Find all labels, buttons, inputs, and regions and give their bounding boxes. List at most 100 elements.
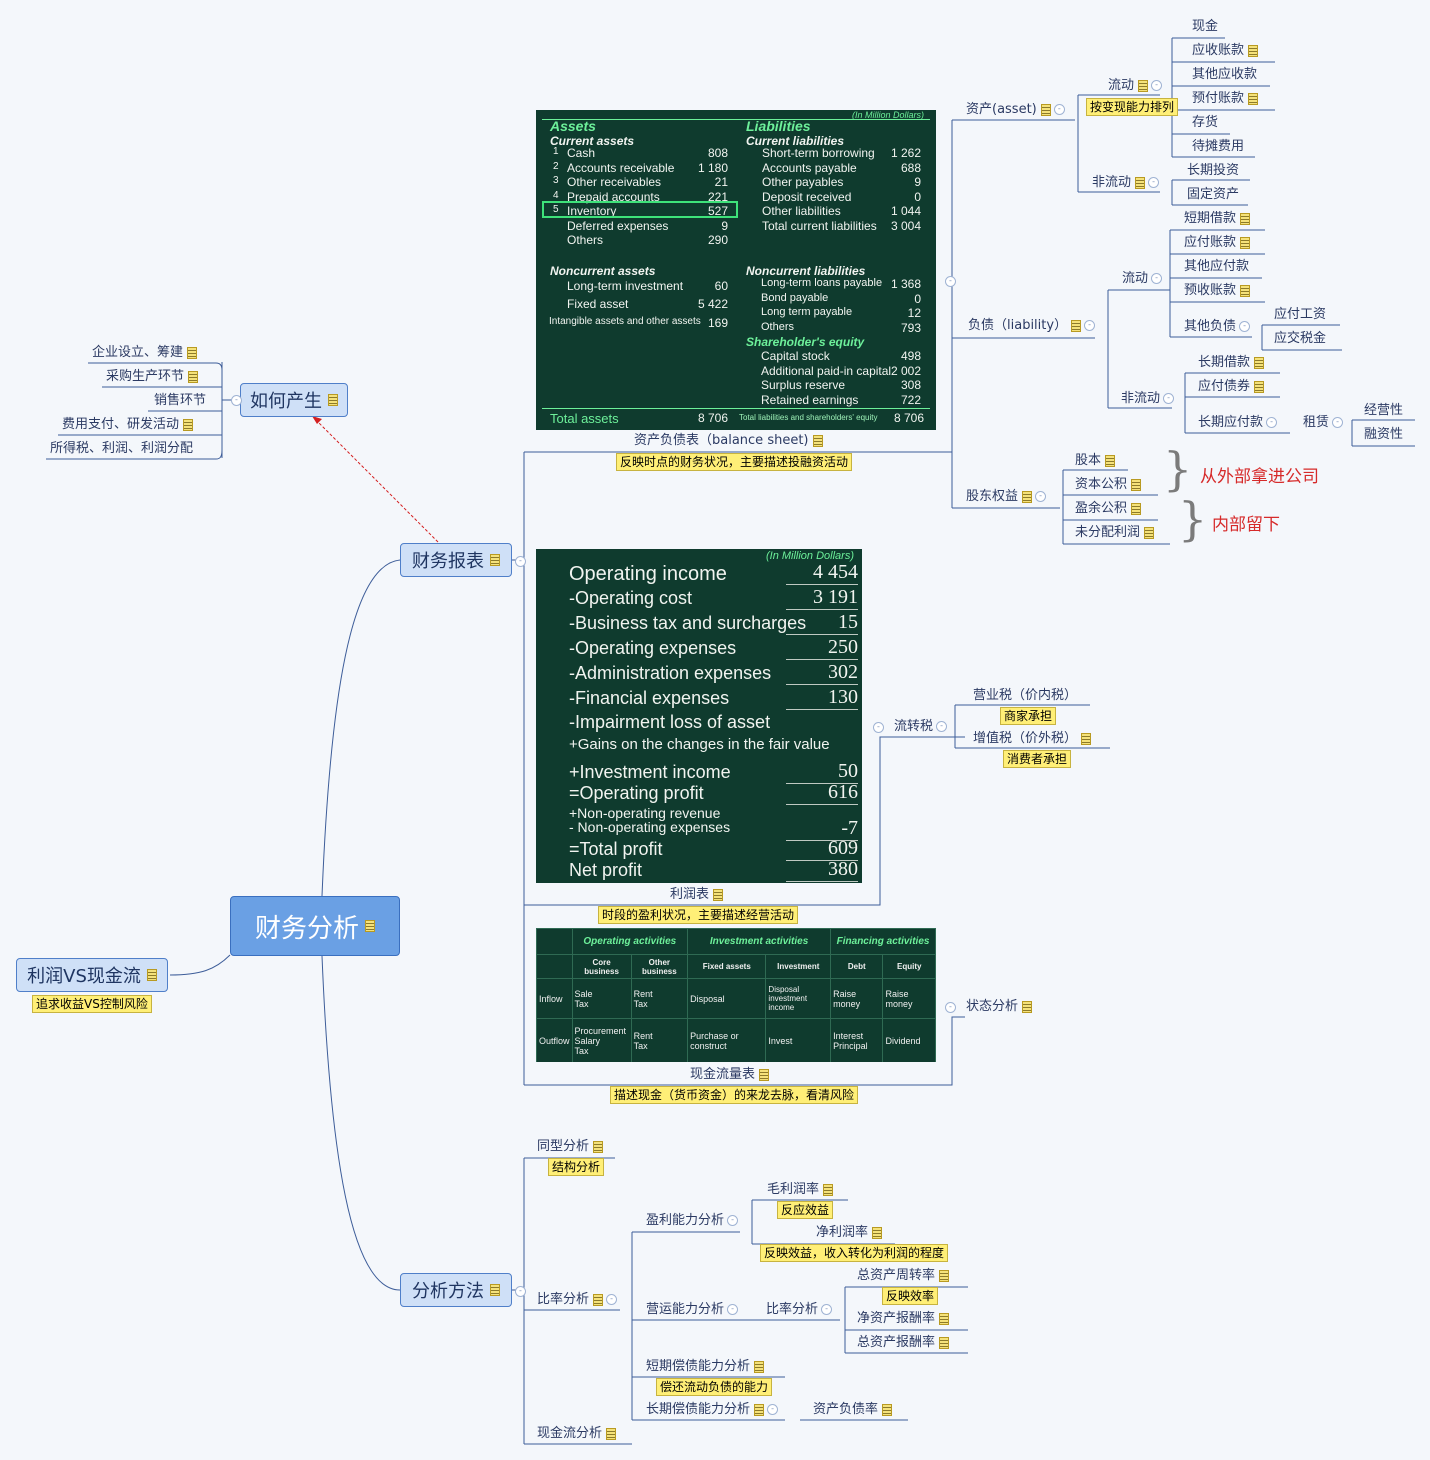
collapse-icon[interactable]: -: [945, 1002, 956, 1013]
profitability-node[interactable]: 盈利能力分析-: [646, 1212, 739, 1230]
collapse-icon[interactable]: -: [606, 1294, 618, 1305]
other-liability-item[interactable]: 应交税金: [1274, 331, 1327, 346]
turnover-tax-node[interactable]: 流转税-: [894, 718, 948, 736]
collapse-icon[interactable]: -: [1239, 321, 1251, 332]
row-value: 221: [707, 189, 728, 204]
liability-noncurrent-item[interactable]: 应付债券: [1198, 378, 1265, 396]
net-margin-node[interactable]: 净利润率: [816, 1224, 883, 1242]
liability-current-item[interactable]: 其他应付款: [1184, 259, 1250, 274]
long-solvency-node[interactable]: 长期偿债能力分析-: [646, 1401, 779, 1419]
equity-item[interactable]: 盈余公积: [1075, 500, 1142, 518]
gross-margin-node[interactable]: 毛利润率: [767, 1181, 834, 1199]
collapse-icon[interactable]: -: [1151, 80, 1163, 91]
same-type-node[interactable]: 同型分析: [537, 1138, 604, 1156]
note-icon: [939, 1336, 950, 1349]
lease-item[interactable]: 融资性: [1364, 427, 1404, 442]
collapse-icon[interactable]: -: [936, 721, 948, 732]
collapse-icon[interactable]: -: [1163, 393, 1175, 404]
cashflow-node[interactable]: 现金流量表: [690, 1066, 770, 1084]
collapse-icon[interactable]: -: [1084, 320, 1096, 331]
asset-noncurrent-item[interactable]: 固定资产: [1187, 187, 1240, 202]
liability-noncurrent-item[interactable]: 长期借款: [1198, 354, 1265, 372]
collapse-icon[interactable]: -: [1053, 104, 1065, 115]
liability-current-item[interactable]: 应付账款: [1184, 234, 1251, 252]
root-topic[interactable]: 财务分析: [230, 896, 400, 956]
ratio-node[interactable]: 比率分析-: [537, 1291, 618, 1309]
collapse-icon[interactable]: -: [821, 1304, 833, 1315]
liability-current-item[interactable]: 其他负债-: [1184, 318, 1251, 336]
how-item[interactable]: 销售环节: [154, 393, 207, 408]
collapse-icon[interactable]: -: [767, 1404, 779, 1415]
how-item[interactable]: 费用支付、研发活动: [62, 416, 194, 434]
equity-item[interactable]: 资本公积: [1075, 476, 1142, 494]
row-value: 1 044: [890, 204, 921, 218]
collapse-icon[interactable]: -: [515, 556, 526, 567]
asset-current-item[interactable]: 待摊费用: [1192, 139, 1245, 154]
roe-node[interactable]: 净资产报酬率: [857, 1310, 950, 1328]
short-solvency-node[interactable]: 短期偿债能力分析: [646, 1358, 765, 1376]
roa-node[interactable]: 总资产报酬率: [857, 1334, 950, 1352]
how-item[interactable]: 采购生产环节: [106, 368, 199, 386]
income-row-value: -7: [786, 817, 858, 841]
how-item[interactable]: 所得税、利润、利润分配: [50, 441, 194, 456]
asset-current-item[interactable]: 存货: [1192, 115, 1219, 130]
asset-current-item[interactable]: 其他应收款: [1192, 67, 1258, 82]
collapse-icon[interactable]: -: [1332, 417, 1344, 428]
income-statement-node[interactable]: 利润表: [670, 886, 724, 904]
lease-node[interactable]: 租赁-: [1303, 414, 1344, 432]
note-icon: [1022, 490, 1033, 503]
row-value: 498: [900, 349, 921, 363]
profit-vs-cash-node[interactable]: 利润VS现金流: [16, 958, 168, 992]
collapse-icon[interactable]: -: [1148, 177, 1160, 188]
liability-current-item[interactable]: 短期借款: [1184, 210, 1251, 228]
row-value: 9: [914, 175, 921, 189]
balance-sheet-node[interactable]: 资产负债表（balance sheet): [634, 432, 823, 450]
state-analysis-node[interactable]: 状态分析: [966, 998, 1033, 1016]
note-icon: [1240, 284, 1251, 297]
other-liability-item[interactable]: 应付工资: [1274, 307, 1327, 322]
turnover-node[interactable]: 总资产周转率: [857, 1267, 950, 1285]
asset-current-item[interactable]: 应收账款: [1192, 42, 1259, 60]
liability-node[interactable]: 负债（liability）-: [968, 317, 1096, 335]
row-label: Cash: [567, 146, 596, 160]
cashflow-analysis-node[interactable]: 现金流分析: [537, 1425, 617, 1443]
how-item[interactable]: 企业设立、筹建: [92, 344, 198, 362]
same-type-note: 结构分析: [548, 1158, 605, 1176]
asset-current-item[interactable]: 预付账款: [1192, 90, 1259, 108]
how-generated-node[interactable]: 如何产生: [240, 383, 348, 417]
note-icon: [1131, 478, 1142, 491]
row-label: Prepaid accounts: [567, 189, 660, 204]
row-label: Accounts receivable: [567, 160, 675, 175]
collapse-icon[interactable]: -: [515, 1286, 526, 1297]
asset-noncurrent-node[interactable]: 非流动-: [1092, 174, 1160, 192]
statements-node[interactable]: 财务报表: [400, 543, 512, 577]
asset-current-node[interactable]: 流动-: [1108, 77, 1163, 95]
asset-noncurrent-item[interactable]: 长期投资: [1187, 163, 1240, 178]
row-label: Inventory: [567, 204, 617, 218]
operating-node[interactable]: 营运能力分析-: [646, 1301, 739, 1319]
equity-node[interactable]: 股东权益-: [966, 488, 1047, 506]
collapse-icon[interactable]: -: [231, 395, 242, 406]
collapse-icon[interactable]: -: [727, 1215, 739, 1226]
liability-noncurrent-node[interactable]: 非流动-: [1121, 390, 1175, 408]
methods-node[interactable]: 分析方法: [400, 1273, 512, 1307]
collapse-icon[interactable]: -: [1266, 417, 1278, 428]
collapse-icon[interactable]: -: [873, 722, 884, 733]
vat-node[interactable]: 增值税（价外税）: [973, 730, 1092, 748]
lease-item[interactable]: 经营性: [1364, 403, 1404, 418]
business-tax-node[interactable]: 营业税（价内税）: [973, 688, 1078, 703]
liability-current-node[interactable]: 流动-: [1122, 270, 1163, 288]
liability-noncurrent-item[interactable]: 长期应付款-: [1198, 414, 1278, 432]
equity-item[interactable]: 未分配利润: [1075, 524, 1155, 542]
debt-ratio-node[interactable]: 资产负债率: [813, 1401, 893, 1419]
op-ratio-node[interactable]: 比率分析-: [766, 1301, 833, 1319]
assets-node[interactable]: 资产(asset)-: [966, 101, 1065, 119]
collapse-icon[interactable]: -: [1151, 273, 1163, 284]
collapse-icon[interactable]: -: [727, 1304, 739, 1315]
liability-current-item[interactable]: 预收账款: [1184, 282, 1251, 300]
collapse-icon[interactable]: -: [1035, 491, 1047, 502]
equity-item[interactable]: 股本: [1075, 452, 1116, 470]
collapse-icon[interactable]: -: [945, 276, 956, 287]
asset-current-item[interactable]: 现金: [1192, 19, 1219, 34]
row-value: 0: [914, 291, 921, 306]
